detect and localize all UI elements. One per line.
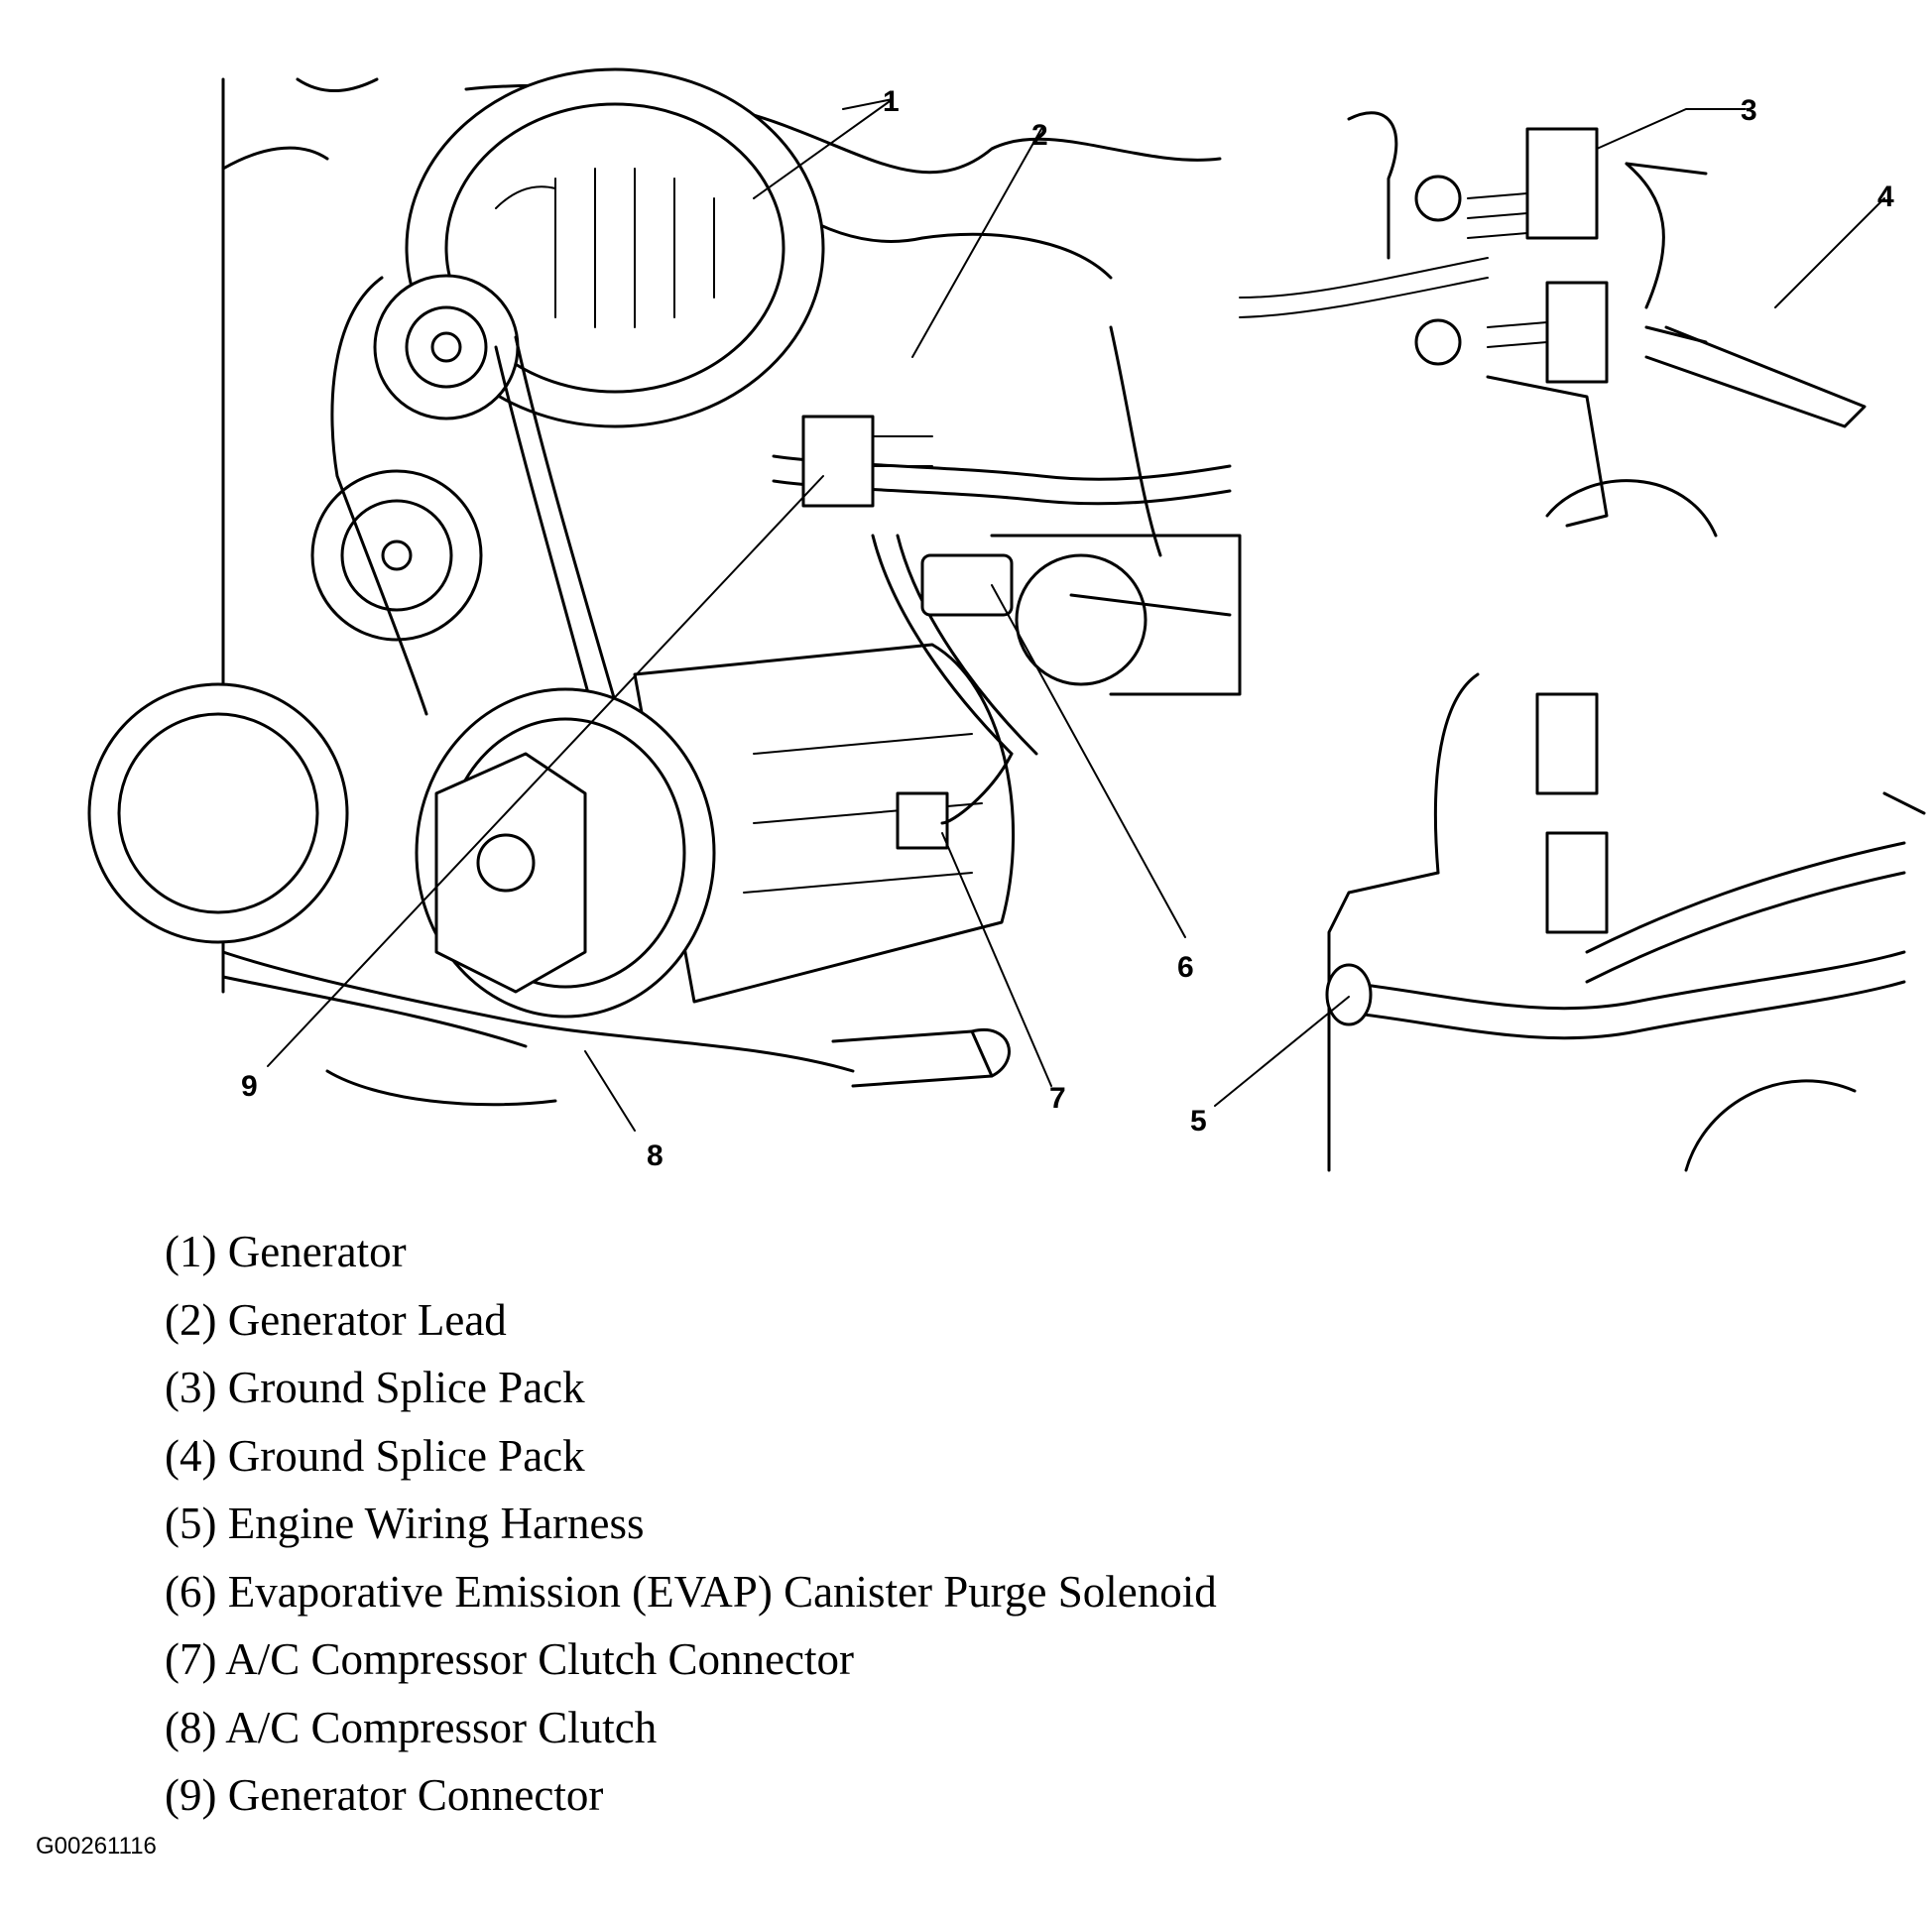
main-engine-view xyxy=(87,67,1926,1172)
ground-splice-pack-4-shape xyxy=(1545,281,1609,384)
callout-5: 5 xyxy=(1190,1105,1207,1138)
figure-id: G00261116 xyxy=(36,1833,157,1860)
engine-component-illustration: 1 2 3 4 5 6 7 8 9 xyxy=(87,67,1926,1172)
legend-item: (3) Ground Splice Pack xyxy=(165,1363,585,1412)
idler-pulley-shape xyxy=(310,469,483,642)
legend-item: (8) A/C Compressor Clutch xyxy=(165,1702,658,1752)
callout-7: 7 xyxy=(1049,1082,1066,1115)
drive-belt-shape xyxy=(330,276,428,716)
crank-pulley-shape xyxy=(87,682,349,944)
legend-item: (4) Ground Splice Pack xyxy=(165,1430,585,1481)
callout-8: 8 xyxy=(647,1140,664,1172)
callout-2: 2 xyxy=(1031,119,1048,152)
legend-item: (2) Generator Lead xyxy=(165,1294,507,1345)
legend-item: (9) Generator Connector xyxy=(165,1770,604,1820)
legend-item: (6) Evaporative Emission (EVAP) Canister… xyxy=(165,1566,1217,1617)
ac-compressor-shape xyxy=(415,643,1016,1019)
ac-clutch-connector-shape xyxy=(896,791,949,850)
callout-3: 3 xyxy=(1741,94,1757,127)
generator-shape xyxy=(373,67,825,428)
evap-solenoid-shape xyxy=(920,553,1014,617)
callout-1: 1 xyxy=(883,85,900,118)
callout-4: 4 xyxy=(1877,180,1894,213)
component-legend: (1) Generator (2) Generator Lead (3) Gro… xyxy=(165,1218,1217,1830)
ground-splice-pack-3-shape xyxy=(1525,127,1599,240)
legend-item: (5) Engine Wiring Harness xyxy=(165,1499,645,1548)
callout-9: 9 xyxy=(241,1070,258,1103)
callout-6: 6 xyxy=(1177,951,1194,984)
legend-item: (1) Generator xyxy=(165,1227,407,1276)
legend-item: (7) A/C Compressor Clutch Connector xyxy=(165,1634,854,1684)
generator-connector-shape xyxy=(801,415,875,508)
inset-harness-view xyxy=(1325,672,1926,1172)
